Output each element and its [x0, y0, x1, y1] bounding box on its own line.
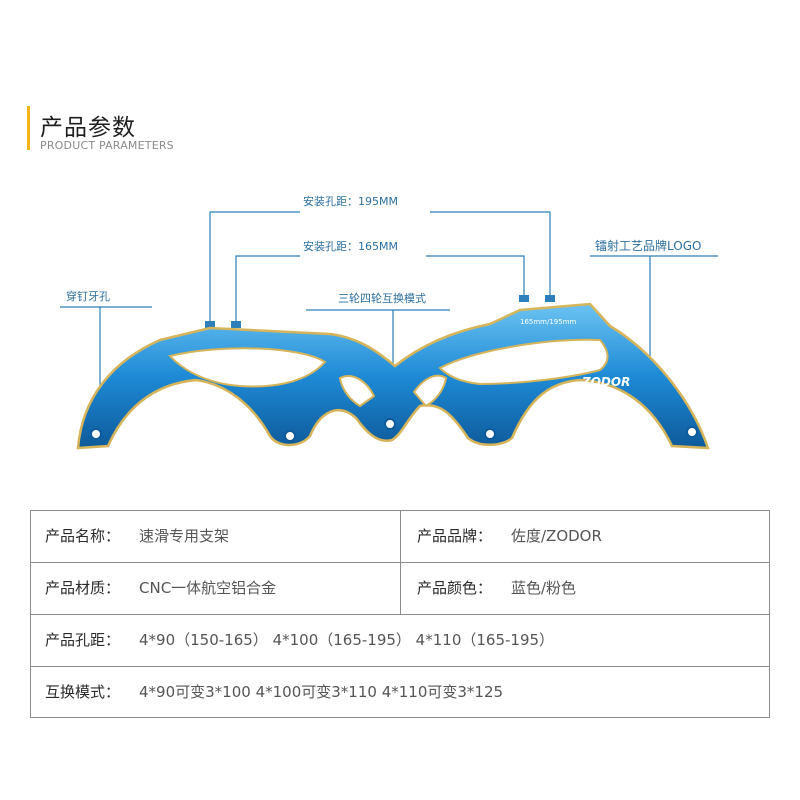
- leader-195-right: [430, 211, 551, 298]
- spec-label-color: 产品颜色：: [417, 579, 493, 597]
- spec-divider: [400, 511, 401, 562]
- spec-row-material-color: 产品材质： CNC一体航空铝合金 产品颜色： 蓝色/粉色: [31, 563, 769, 615]
- page-subtitle: PRODUCT PARAMETERS: [40, 139, 174, 152]
- frame-cutouts: [168, 338, 609, 408]
- spec-row-hole-spacing: 产品孔距： 4*90（150-165） 4*100（165-195） 4*110…: [31, 615, 769, 667]
- spec-label-name: 产品名称：: [45, 527, 121, 545]
- page-title: 产品参数: [40, 115, 136, 141]
- spec-value-material: CNC一体航空铝合金: [139, 579, 277, 597]
- spec-label-swap-mode: 互换模式：: [45, 683, 121, 701]
- leader-165-left: [235, 255, 300, 325]
- axle-hole-5: [686, 426, 698, 438]
- callout-mount-195: 安装孔距：195MM: [303, 195, 398, 208]
- frame-brand-logo: ZODOR: [581, 375, 630, 389]
- spec-row-swap-mode: 互换模式： 4*90可变3*100 4*100可变3*110 4*110可变3*…: [31, 667, 769, 719]
- leader-195-left: [209, 211, 300, 325]
- axle-holes: [90, 418, 698, 442]
- spec-value-color: 蓝色/粉色: [511, 579, 577, 597]
- callout-markers: [205, 295, 555, 328]
- frame-body: [76, 302, 710, 450]
- marker-195-right: [545, 295, 555, 302]
- axle-hole-3: [384, 418, 396, 430]
- callout-wheel-swap: 三轮四轮互换模式: [338, 292, 426, 305]
- spec-value-swap-mode: 4*90可变3*100 4*100可变3*110 4*110可变3*125: [139, 683, 504, 701]
- marker-195-left: [205, 321, 215, 328]
- spec-label-hole-spacing: 产品孔距：: [45, 631, 121, 649]
- header-accent-bar: [27, 106, 30, 150]
- spec-value-brand: 佐度/ZODOR: [511, 527, 602, 545]
- callout-bolt-hole: 穿钉牙孔: [66, 290, 110, 303]
- marker-165-right: [519, 295, 529, 302]
- callout-mount-165: 安装孔距：165MM: [303, 240, 398, 253]
- spec-table: 产品名称： 速滑专用支架 产品品牌： 佐度/ZODOR 产品材质： CNC一体航…: [30, 510, 770, 718]
- spec-label-brand: 产品品牌：: [417, 527, 493, 545]
- marker-165-left: [231, 321, 241, 328]
- axle-hole-1: [90, 428, 102, 440]
- frame-size-mark: 165mm/195mm: [520, 318, 577, 326]
- frame-illustration: ZODOR 165mm/195mm: [60, 211, 718, 450]
- axle-hole-2: [284, 430, 296, 442]
- leader-165-right: [426, 255, 525, 298]
- spec-value-hole-spacing: 4*90（150-165） 4*100（165-195） 4*110（165-1…: [139, 631, 555, 649]
- spec-value-name: 速滑专用支架: [139, 527, 230, 545]
- axle-hole-4: [484, 428, 496, 440]
- callout-laser-logo: 镭射工艺品牌LOGO: [595, 239, 702, 253]
- spec-row-name-brand: 产品名称： 速滑专用支架 产品品牌： 佐度/ZODOR: [31, 511, 769, 563]
- spec-divider: [400, 563, 401, 614]
- spec-label-material: 产品材质：: [45, 579, 121, 597]
